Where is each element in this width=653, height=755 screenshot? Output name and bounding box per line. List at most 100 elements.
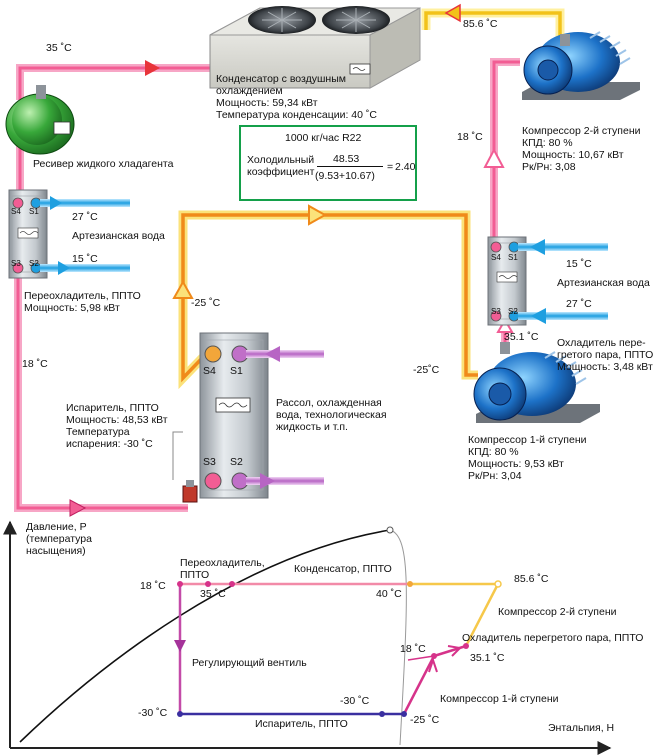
subcooler-water-label: Артезианская вода: [72, 230, 165, 242]
ph-temp-40: 40 ˚C: [376, 588, 402, 600]
arrow-suction-right: [308, 204, 328, 226]
cop-result: 2.40: [395, 161, 416, 173]
subcooler-port-s1: S1: [29, 207, 39, 216]
expansion-valve: [172, 431, 198, 503]
evaporator-port-s3: S3: [203, 456, 216, 468]
water-pipe-dsh-out: [518, 312, 608, 320]
brine-label-3: жидкость и т.п.: [276, 421, 348, 433]
receiver-label: Ресивер жидкого хладагента: [33, 158, 174, 170]
ph-temp-minus30-mid: -30 ˚C: [340, 695, 370, 707]
desuperheater-phe: [487, 236, 527, 326]
dsh-title-1: Охладитель пере-: [557, 337, 646, 349]
compressor1-ratio: Рк/Рн: 3,04: [468, 470, 522, 482]
ph-y-label-1: Давление, P: [26, 521, 87, 533]
dsh-title-2: гретого пара, ППТО: [557, 349, 653, 361]
mass-flow-label: 1000 кг/час R22: [285, 132, 362, 144]
arrow-suction-up: [172, 279, 194, 299]
arrow-mid-up: [483, 147, 505, 168]
condenser-temp: Температура конденсации: 40 ˚C: [216, 109, 377, 121]
evaporator-temp-1: Температура: [66, 426, 130, 438]
cop-label-line2: коэффициент: [247, 166, 315, 178]
air-condenser: [209, 6, 421, 89]
compressor-stage1: [473, 342, 600, 423]
temp-liquid-line: 18 ˚C: [22, 358, 48, 370]
compressor1-power: Мощность: 9,53 кВт: [468, 458, 564, 470]
compressor1-title: Компрессор 1-й ступени: [468, 434, 587, 446]
cop-label-line1: Холодильный: [247, 154, 315, 166]
subcooler-port-s2: S2: [29, 259, 39, 268]
temp-subcooler-water-out: 27 ˚C: [72, 211, 98, 223]
cop-numerator: 48.53: [333, 153, 360, 165]
ph-x-label: Энтальпия, H: [548, 722, 615, 734]
subcooler-port-s4: S4: [11, 207, 21, 216]
compressor1-line: [402, 655, 436, 715]
subcooler-phe: [8, 189, 48, 279]
water-pipe-subcooler-in: [40, 264, 130, 272]
ph-temp-minus30-left: -30 ˚C: [138, 707, 168, 719]
ph-condenser: Конденсатор, ППТО: [294, 563, 392, 575]
evaporator-title: Испаритель, ППТО: [66, 402, 159, 414]
temp-subcooler-water-in: 15 ˚C: [72, 253, 98, 265]
brine-pipe-in: [246, 350, 324, 358]
condenser-power: Мощность: 59,34 кВт: [216, 97, 318, 109]
arrow-hotgas-left: [444, 3, 461, 23]
temp-evaporator-suction: -25 ˚C: [191, 297, 221, 309]
fraction-bar: [317, 166, 383, 167]
dsh-port-s3: S3: [491, 307, 501, 316]
compressor2-efficiency: КПД: 80 %: [522, 137, 573, 149]
ph-subcooler-2: ППТО: [180, 569, 210, 581]
ph-temp-856: 85.6 ˚C: [514, 573, 549, 585]
dsh-power: Мощность: 3,48 кВт: [557, 361, 653, 373]
cop-denominator: (9.53+10.67): [315, 170, 375, 182]
ph-temp-minus25: -25 ˚C: [410, 714, 440, 726]
compressor-stage2: [522, 31, 640, 100]
subcooler-power: Мощность: 5,98 кВт: [24, 302, 120, 314]
temp-dsh-water-out: 27 ˚C: [566, 298, 592, 310]
ph-diagram: [2, 520, 612, 755]
ph-valve: Регулирующий вентиль: [192, 657, 307, 669]
cop-equals: =: [387, 161, 394, 173]
ph-temp-351: 35.1 ˚C: [470, 652, 505, 664]
brine-label-1: Рассол, охлажденная: [276, 397, 382, 409]
evaporator-port-s4: S4: [203, 365, 216, 377]
dsh-port-s1: S1: [508, 253, 518, 262]
ph-temp-35: 35 ˚C: [200, 588, 226, 600]
compressor2-power: Мощность: 10,67 кВт: [522, 149, 624, 161]
brine-label-2: вода, технологическая: [276, 409, 387, 421]
ph-temp-18-left: 18 ˚C: [140, 580, 166, 592]
evaporator-port-s2: S2: [230, 456, 243, 468]
ph-subcooler-1: Переохладитель,: [180, 557, 265, 569]
dsh-port-s2: S2: [508, 307, 518, 316]
ph-compressor2: Компрессор 2-й ступени: [498, 606, 617, 618]
compressor2-title: Компрессор 2-й ступени: [522, 125, 641, 137]
pipe-desuperheater-to-compressor2: [490, 58, 520, 245]
subcooler-title: Переохладитель, ППТО: [24, 290, 141, 302]
temp-condenser-outlet: 35 ˚C: [46, 42, 72, 54]
water-pipe-subcooler-out: [40, 199, 130, 207]
ph-y-label-2: (температура: [26, 533, 92, 545]
temp-intermediate: 18 ˚C: [457, 131, 483, 143]
evaporator-temp-2: испарения: -30 ˚C: [66, 438, 153, 450]
ph-evaporator: Испаритель, ППТО: [255, 718, 348, 730]
compressor1-efficiency: КПД: 80 %: [468, 446, 519, 458]
arrow-dsh-up: [496, 318, 514, 333]
ph-compressor1: Компрессор 1-й ступени: [440, 693, 559, 705]
arrow-liquid-left: [145, 60, 160, 76]
ph-desuperheater: Охладитель перегретого пара, ППТО: [462, 632, 644, 644]
evaporator-phe: [199, 332, 269, 499]
evaporator-port-s1: S1: [230, 365, 243, 377]
subcooler-port-s3: S3: [11, 259, 21, 268]
temp-compressor1-suction: -25˚C: [413, 364, 440, 376]
water-pipe-dsh-in: [518, 243, 608, 251]
dsh-port-s4: S4: [491, 253, 501, 262]
condenser-title-1: Конденсатор с воздушным: [216, 73, 346, 85]
temp-dsh-inlet: 35.1 ˚C: [504, 331, 539, 343]
compressor2-line: [464, 583, 500, 647]
temp-hot-gas: 85.6 ˚C: [463, 18, 498, 30]
ph-y-label-3: насыщения): [26, 545, 86, 557]
arrow-liquid-right: [69, 499, 87, 517]
cop-calculation-box: 1000 кг/час R22 Холодильный коэффициент …: [239, 125, 417, 201]
condenser-title-2: охлаждением: [216, 85, 283, 97]
